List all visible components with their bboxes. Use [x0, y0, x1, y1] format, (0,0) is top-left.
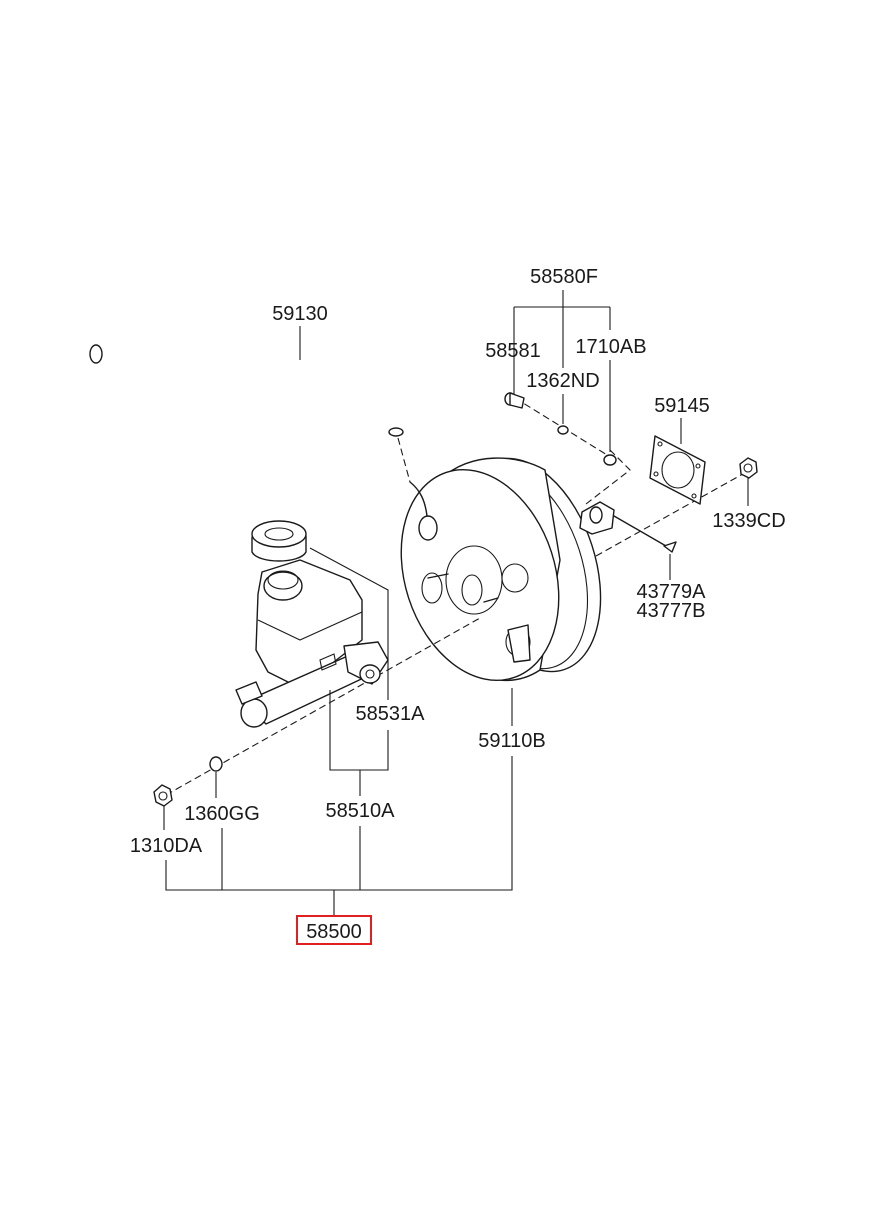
clip-43779A: [663, 541, 677, 553]
label-1710AB: 1710AB: [575, 336, 646, 358]
nut-1310DA: [153, 784, 173, 807]
brake-booster-59110B: [400, 457, 602, 682]
label-58531A: 58531A: [356, 703, 426, 725]
mount-stud-dash-line: [595, 469, 751, 557]
leader-lines: [163, 290, 749, 916]
label-1310DA: 1310DA: [130, 835, 203, 857]
label-58581: 58581: [485, 340, 541, 362]
label-59130: 59130: [272, 303, 328, 325]
washer-1362ND: [557, 425, 569, 435]
label-58500[interactable]: 58500: [306, 921, 362, 943]
label-59110B: 59110B: [478, 730, 545, 752]
label-1339CD: 1339CD: [712, 510, 785, 532]
gasket-59145: [649, 435, 706, 505]
label-1360GG: 1360GG: [184, 803, 260, 825]
clevis-dash-line: [585, 449, 631, 505]
clevis-pin-58581: [504, 392, 525, 409]
booster-pushrod-clevis: [579, 501, 667, 547]
snap-pin-1710AB: [603, 454, 617, 466]
highlight-box-58500: [296, 915, 372, 945]
reservoir-58531A: [251, 520, 363, 689]
nut-1339CD: [739, 457, 758, 479]
label-59145: 59145: [654, 395, 710, 417]
washer-1360GG: [209, 756, 223, 772]
label-1362ND: 1362ND: [526, 370, 599, 392]
label-58580F: 58580F: [530, 266, 598, 288]
label-58510A: 58510A: [326, 800, 396, 822]
label-43779A: 43779A: [637, 581, 707, 603]
label-43777B: 43777B: [637, 600, 706, 622]
vacuum-hose-59130: [89, 327, 404, 438]
hose-connection-dash: [397, 437, 411, 483]
master-cylinder-58510A: [235, 641, 389, 728]
